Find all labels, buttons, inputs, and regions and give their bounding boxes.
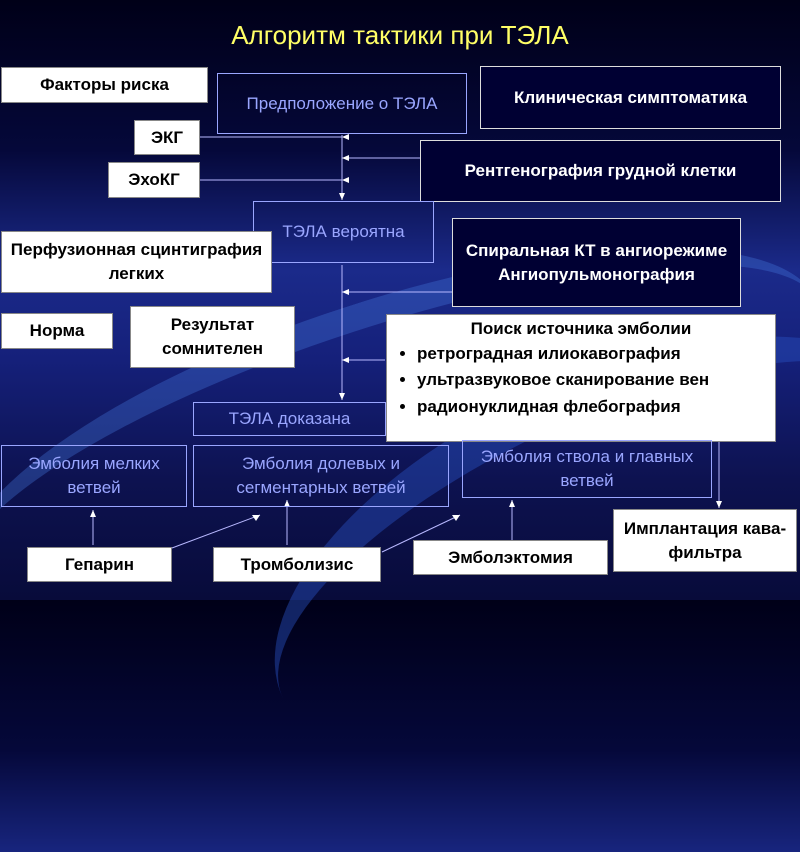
ecg-box: ЭКГ [134,120,200,155]
perfusion-box: Перфузионная сцинтиграфия легких [1,231,272,293]
clinical-symptoms-box: Клиническая симптоматика [480,66,781,129]
trunk-main-box: Эмболия ствола и главных ветвей [462,440,712,498]
source-search-heading: Поиск источника эмболии [470,319,692,338]
lobar-segmental-box: Эмболия долевых и сегментарных ветвей [193,445,449,507]
doubtful-box: Результат сомнителен [130,306,295,368]
source-search-item: ретроградная илиокавография [417,341,767,367]
assumption-box: Предположение о ТЭЛА [217,73,467,134]
pe-probable-box: ТЭЛА вероятна [253,201,434,263]
xray-box: Рентгенография грудной клетки [420,140,781,202]
source-search-box: Поиск источника эмболии ретроградная или… [386,314,776,442]
page-title: Алгоритм тактики при ТЭЛА [231,20,569,50]
source-search-item: радионуклидная флебография [417,394,767,420]
echo-box: ЭхоКГ [108,162,200,198]
cava-filter-box: Имплантация кава-фильтра [613,509,797,572]
risk-factors-box: Факторы риска [1,67,208,103]
heparin-box: Гепарин [27,547,172,582]
spiral-ct-box: Спиральная КТ в ангиорежиме Ангиопульмон… [452,218,741,307]
source-search-item: ультразвуковое сканирование вен [417,367,767,393]
norm-box: Норма [1,313,113,349]
connector-lines [92,135,720,553]
small-branches-box: Эмболия мелких ветвей [1,445,187,507]
embolectomy-box: Эмболэктомия [413,540,608,575]
thrombolysis-box: Тромболизис [213,547,381,582]
pe-proven-box: ТЭЛА доказана [193,402,386,436]
